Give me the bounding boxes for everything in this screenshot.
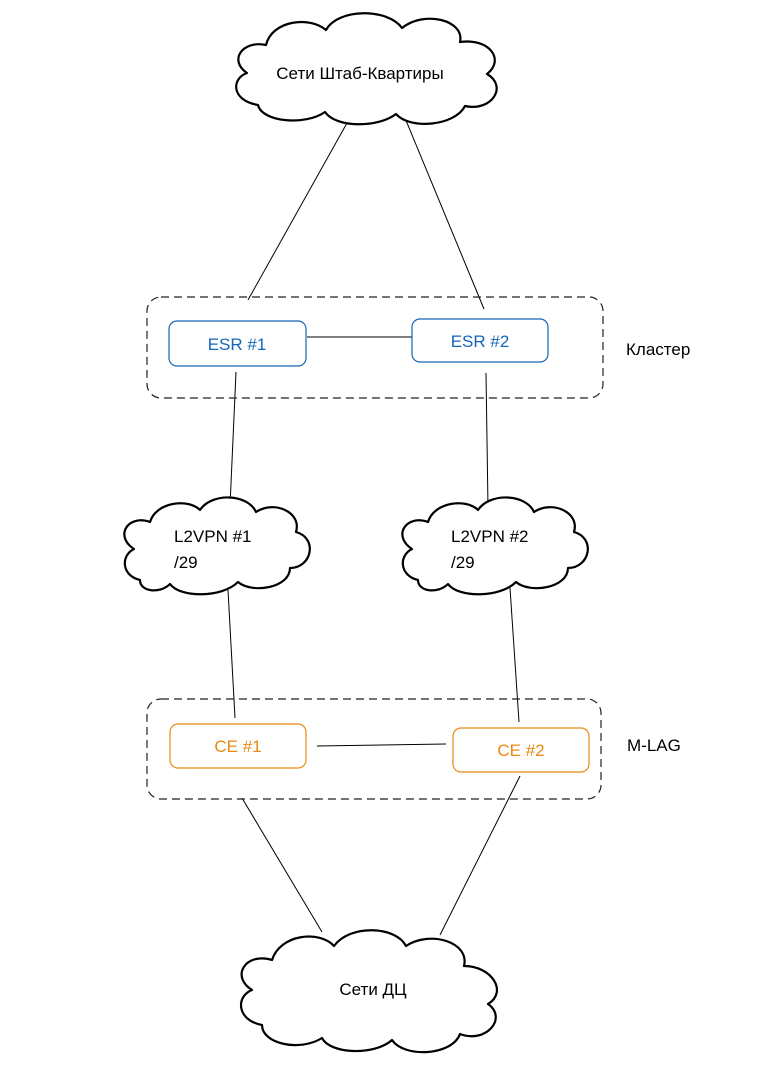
cloud-hq-label: Сети Штаб-Квартиры xyxy=(276,64,443,83)
node-ce2: CE #2 xyxy=(452,727,590,773)
node-esr1-box xyxy=(168,320,307,367)
mlag-frame xyxy=(146,698,602,800)
node-esr1: ESR #1 xyxy=(168,320,307,367)
link-l2vpn2-ce2 xyxy=(509,587,520,723)
node-ce2-box xyxy=(452,727,590,773)
connections xyxy=(227,117,521,936)
cluster-label: Кластер xyxy=(626,340,690,359)
cloud-l2vpn1: L2VPN #1 /29 xyxy=(123,496,311,596)
node-esr1-label: ESR #1 xyxy=(208,335,267,354)
mlag-label: M-LAG xyxy=(627,736,681,755)
cloud-dc: Сети ДЦ xyxy=(239,929,499,1054)
cluster-frame xyxy=(146,296,604,399)
node-ce1-label: CE #1 xyxy=(214,737,261,756)
cloud-l2vpn1-line2: /29 xyxy=(174,553,198,572)
link-hq-esr2 xyxy=(404,117,485,310)
link-esr2-l2vpn2 xyxy=(485,372,489,508)
link-esr1-l2vpn1 xyxy=(229,371,237,507)
node-esr2: ESR #2 xyxy=(411,318,549,363)
link-ce1-ce2 xyxy=(316,743,447,747)
node-ce1-box xyxy=(169,723,307,769)
node-esr2-label: ESR #2 xyxy=(451,332,510,351)
cloud-dc-label: Сети ДЦ xyxy=(339,980,407,999)
node-esr2-box xyxy=(411,318,549,363)
cloud-l2vpn2-line1: L2VPN #2 xyxy=(451,527,529,546)
cloud-l2vpn2: L2VPN #2 /29 xyxy=(401,496,589,596)
link-l2vpn1-ce1 xyxy=(227,589,236,719)
cloud-hq: Сети Штаб-Квартиры xyxy=(235,12,498,126)
cloud-l2vpn1-line1: L2VPN #1 xyxy=(174,527,252,546)
link-ce1-dc xyxy=(241,797,323,933)
link-hq-esr1 xyxy=(247,122,348,301)
cloud-l2vpn2-line2: /29 xyxy=(451,553,475,572)
node-ce2-label: CE #2 xyxy=(497,741,544,760)
node-ce1: CE #1 xyxy=(169,723,307,769)
link-ce2-dc xyxy=(439,775,521,936)
